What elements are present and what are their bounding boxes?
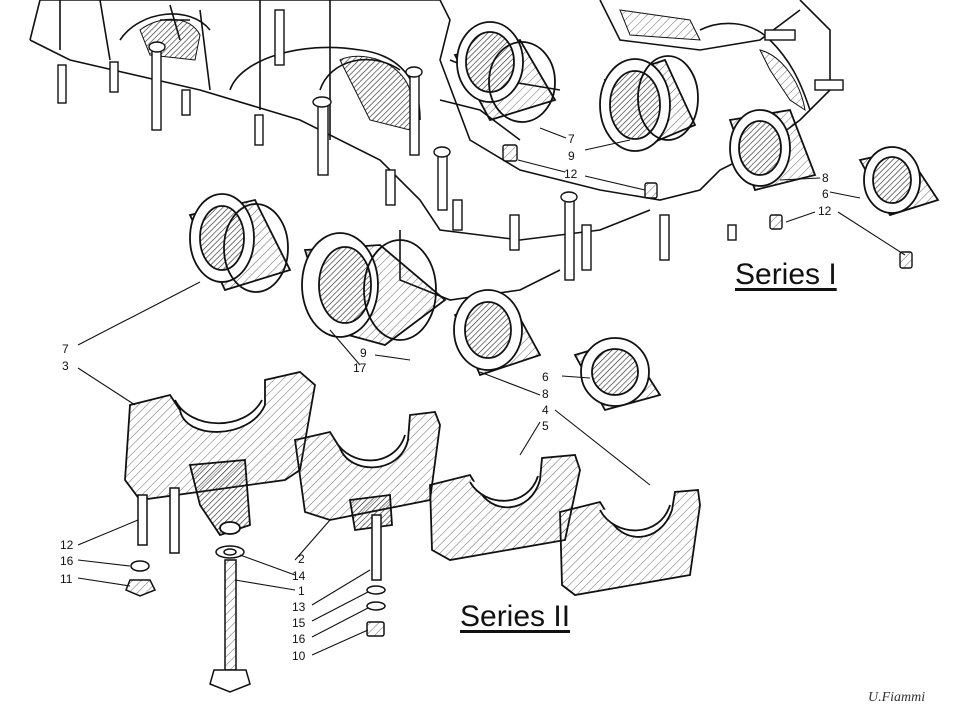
thrust-bearing-series1 [599,55,699,152]
bearing-shell-series2-rear [573,337,662,412]
bearing-shell-series1-front [453,21,557,123]
leader-lines [77,127,906,656]
callout-5-series2: 5 [542,419,549,433]
callout-16-series2-a: 16 [60,554,74,568]
callout-6-series2: 6 [542,370,549,384]
callout-numbers: 7 9 12 8 6 12 7 3 9 17 6 8 4 5 12 16 11 … [60,132,832,663]
bearing-shell-series2-front [188,193,292,293]
series-1-label: Series I [735,258,837,291]
crankcase-studs [57,9,844,281]
callout-17-series2: 17 [353,361,367,375]
callout-7-series2: 7 [62,342,69,356]
callout-3-series2: 3 [62,359,69,373]
callout-7-series1: 7 [568,132,575,146]
main-bearing-cap-4 [559,489,701,596]
callout-12-series1-a: 12 [564,167,578,181]
nuts-series1 [502,144,913,269]
crankcase-shading [139,9,806,131]
main-bearing-cap-3 [429,454,581,561]
thrust-bearing-series2 [301,232,447,346]
callout-8-series1: 8 [822,171,829,185]
main-bearing-cap-1 [124,371,316,537]
bearing-shell-series1-end [858,146,940,217]
callout-16-series2-b: 16 [292,632,306,646]
bearing-shell-series1-rear [728,108,817,192]
callout-12-series2: 12 [60,538,74,552]
callout-11-series2: 11 [60,572,73,586]
artist-signature: U.Fiammi [868,690,926,705]
callout-6-series1: 6 [822,187,829,201]
callout-1-series2: 1 [298,584,305,598]
callout-14-series2: 14 [292,569,306,583]
callout-2-series2: 2 [298,552,305,566]
callout-4-series2: 4 [542,403,549,417]
callout-8-series2: 8 [542,387,549,401]
callout-9-series1: 9 [568,149,575,163]
callout-10-series2: 10 [292,649,306,663]
series-2-label: Series II [460,600,571,633]
callout-13-series2: 13 [292,600,306,614]
callout-12-series1-b: 12 [818,204,832,218]
callout-9-series2: 9 [360,346,367,360]
bearing-shell-series2-mid [453,289,542,377]
main-bearing-cap-2 [293,411,441,532]
fasteners-series2 [125,487,386,693]
callout-15-series2: 15 [292,616,306,630]
